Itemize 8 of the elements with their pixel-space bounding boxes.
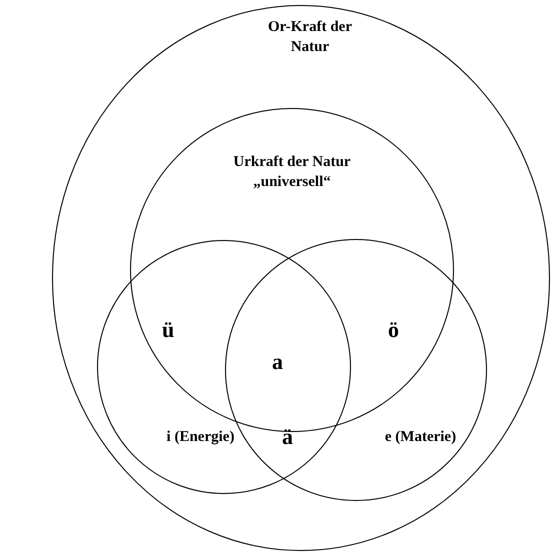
region-letter: a (272, 350, 283, 374)
region-letter: ö (388, 318, 399, 342)
region-letter: ü (162, 318, 174, 342)
set-label: Urkraft der Natur „universell“ (232, 153, 352, 192)
region-letter: ä (282, 425, 293, 449)
set-label: e (Materie) (384, 428, 458, 447)
set-label: Or-Kraft der Natur (267, 18, 353, 57)
set-label: i (Energie) (166, 428, 236, 447)
